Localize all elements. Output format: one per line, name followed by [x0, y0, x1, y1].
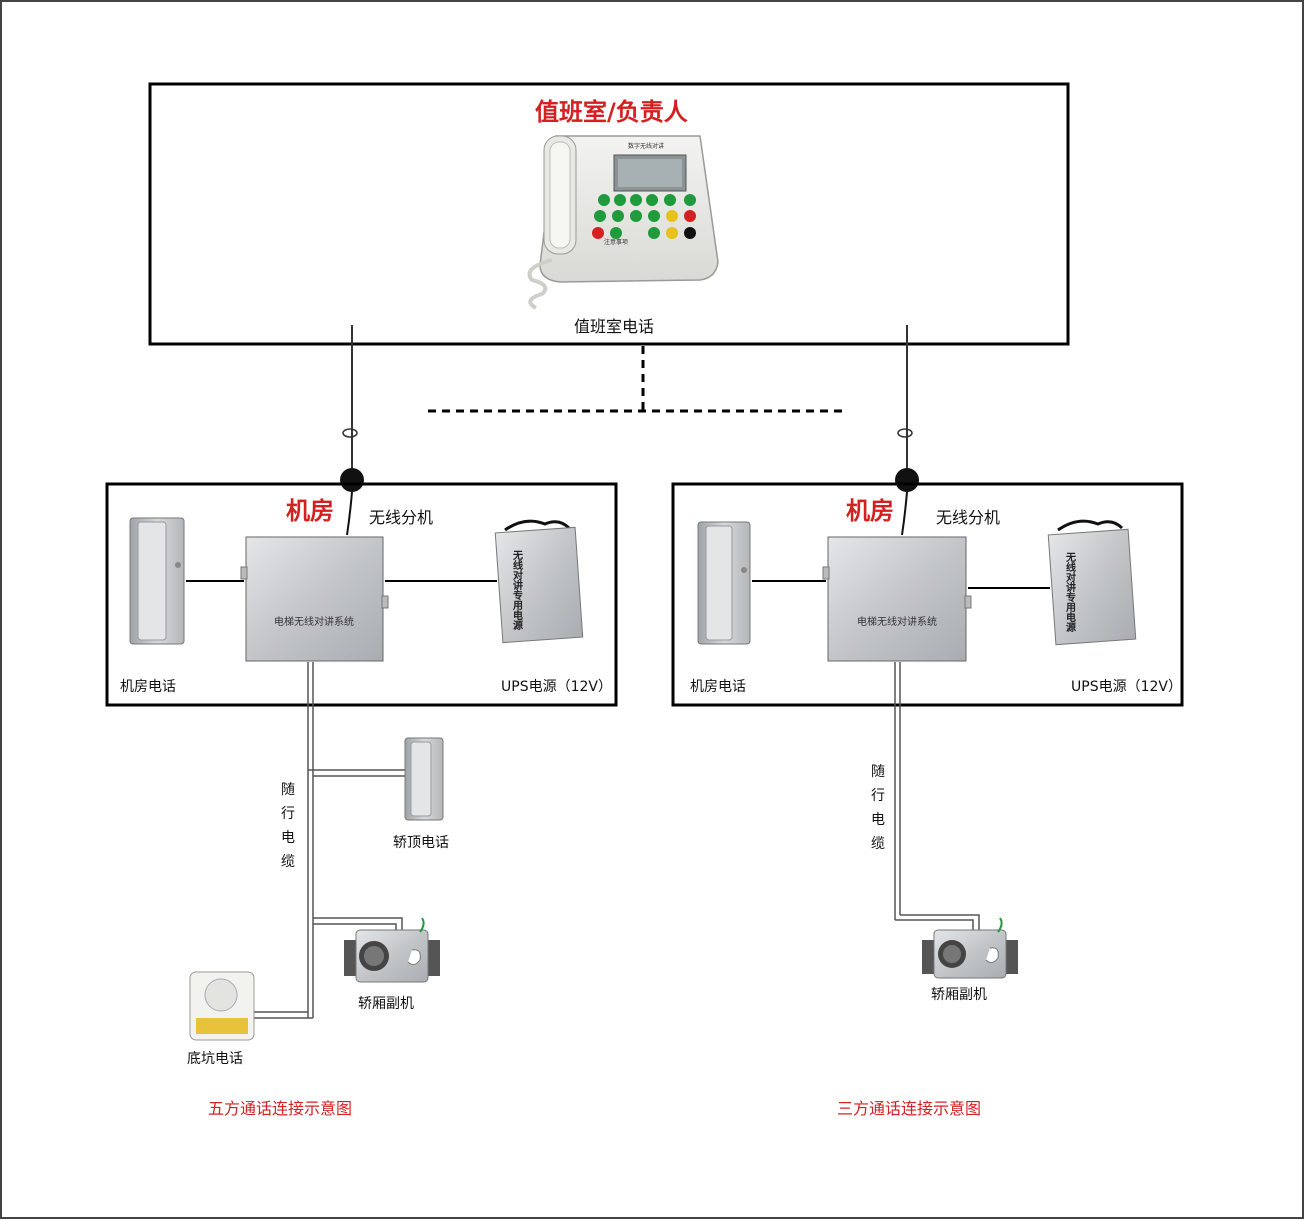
left-ups-label: UPS电源（12V） [501, 679, 612, 695]
left-car-top-phone-label: 轿顶电话 [393, 835, 449, 851]
left-machine-room-phone [129, 517, 185, 645]
left-antenna [340, 325, 364, 536]
right-car-sub-unit [922, 917, 1018, 979]
left-cable-char: 行 [281, 806, 295, 822]
right-machine-room-phone [697, 521, 751, 645]
desk-phone-header-text: 数字无线对讲 [628, 142, 664, 150]
right-machine-room-phone-label: 机房电话 [690, 679, 746, 695]
left-machine-room-box [105, 482, 618, 707]
desk-phone-note-text: 注意事项 [604, 238, 628, 246]
right-cable-char: 随 [871, 764, 885, 780]
right-cable-char: 电 [871, 812, 885, 828]
left-wireless-unit-label: 无线分机 [369, 508, 434, 527]
left-room-title: 机房 [286, 497, 334, 525]
right-caption: 三方通话连接示意图 [837, 1099, 982, 1118]
left-control-box-text: 电梯无线对讲系统 [274, 615, 354, 628]
left-cable-char: 随 [281, 782, 295, 798]
right-ups-box-text: 无线对讲专用电源 [1064, 552, 1077, 633]
left-car-sub-unit [344, 917, 440, 983]
left-machine-room-phone-label: 机房电话 [120, 679, 176, 695]
right-control-box-text: 电梯无线对讲系统 [857, 615, 937, 628]
right-machine-room-box [671, 482, 1184, 707]
left-traveling-cable [254, 662, 405, 1019]
duty-room-desk-phone: 数字无线对讲 注意事项 [527, 135, 719, 310]
left-cable-char: 电 [281, 830, 295, 846]
left-pit-phone [189, 971, 255, 1041]
wireless-link-dotted [428, 346, 848, 413]
duty-room-box [148, 82, 1070, 346]
desk-phone-keypad [592, 194, 696, 239]
left-caption: 五方通话连接示意图 [208, 1099, 353, 1118]
right-cable-char: 缆 [871, 836, 885, 852]
left-control-box: 电梯无线对讲系统 [240, 536, 389, 662]
right-traveling-cable [894, 662, 980, 932]
left-pit-phone-label: 底坑电话 [187, 1051, 243, 1067]
left-ups-unit: 无线对讲专用电源 [494, 519, 584, 644]
left-car-sub-unit-label: 轿厢副机 [358, 996, 414, 1012]
right-room-title: 机房 [846, 497, 894, 525]
duty-room-phone-label: 值班室电话 [574, 317, 655, 336]
left-cable-label: 随 行 电 缆 [279, 778, 297, 874]
right-control-box: 电梯无线对讲系统 [822, 536, 972, 662]
right-ups-unit: 无线对讲专用电源 [1047, 519, 1137, 646]
right-cable-char: 行 [871, 788, 885, 804]
duty-room-heading: 值班室/负责人 [535, 98, 688, 126]
right-wireless-unit-label: 无线分机 [936, 508, 1001, 527]
right-car-sub-unit-label: 轿厢副机 [931, 987, 987, 1003]
left-cable-char: 缆 [281, 854, 295, 870]
right-cable-label: 随 行 电 缆 [869, 760, 887, 856]
right-antenna [895, 325, 919, 536]
left-ups-box-text: 无线对讲专用电源 [511, 550, 524, 631]
left-car-top-phone [404, 737, 444, 821]
right-ups-label: UPS电源（12V） [1071, 679, 1182, 695]
